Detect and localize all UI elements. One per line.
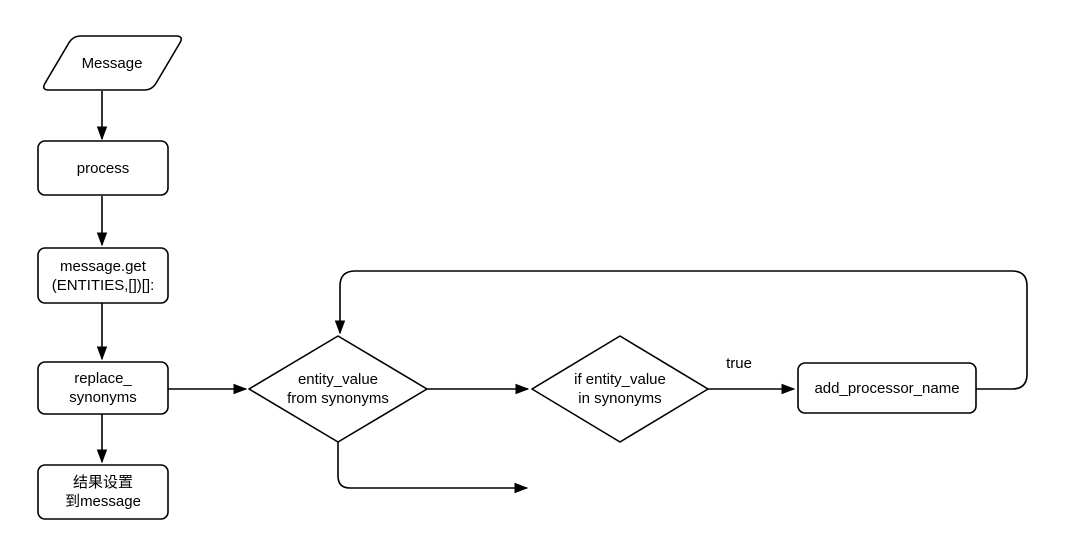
- edge-entity-value-false-branch: [337, 442, 527, 488]
- set-result-node-shape: [37, 464, 169, 520]
- if-entity-value-diamond-shape: [531, 335, 709, 443]
- entity-value-diamond-shape: [248, 335, 428, 443]
- add-processor-name-node-shape: [797, 362, 977, 414]
- message-node-shape: [42, 35, 183, 91]
- edge-add-processor-name-loop-to-entity-value: [340, 270, 1028, 390]
- process-node-shape: [37, 140, 169, 196]
- replace-synonyms-node-shape: [37, 361, 169, 415]
- message-get-node-shape: [37, 247, 169, 304]
